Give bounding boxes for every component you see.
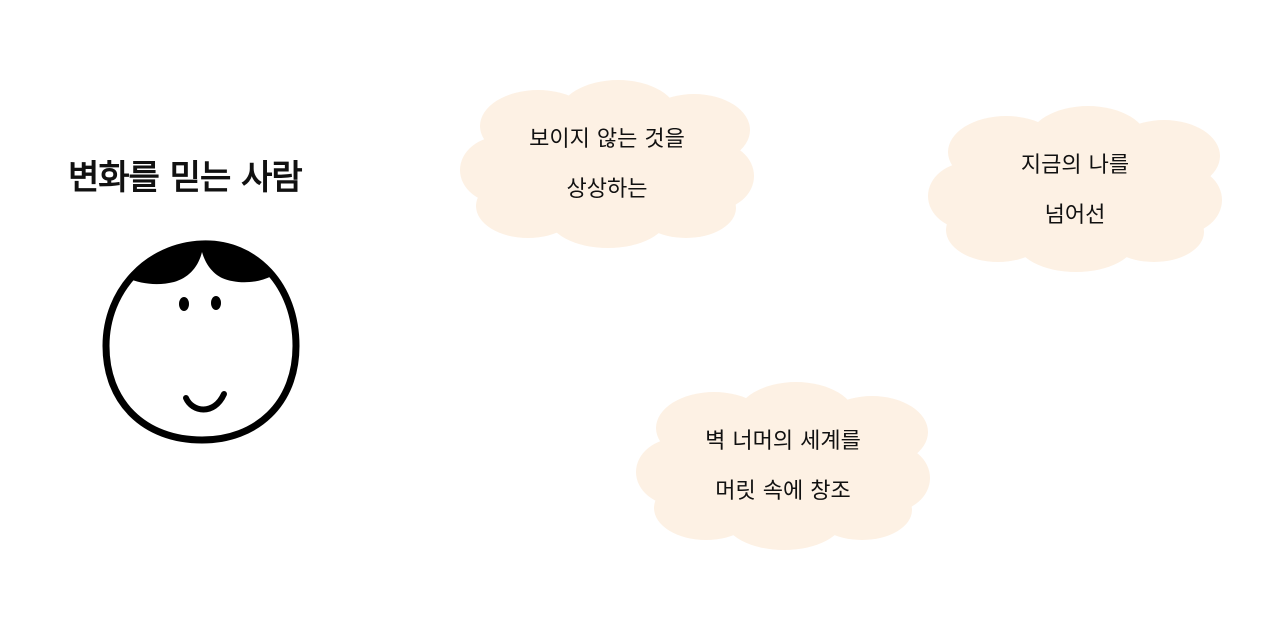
page-title: 변화를 믿는 사람 [68, 158, 303, 198]
cloud-line-1: 지금의 나를 [1020, 153, 1130, 178]
cloud-line-2: 상상하는 [566, 177, 648, 202]
cloud-line-2: 머릿 속에 창조 [715, 479, 851, 504]
cloud-line-2: 넘어선 [1044, 203, 1106, 228]
cloud-line-1: 벽 너머의 세계를 [705, 429, 861, 454]
cloud-shape-icon [460, 80, 754, 248]
thought-cloud-imagine: 보이지 않는 것을 상상하는 [458, 78, 756, 250]
cloud-shape-icon [636, 382, 930, 550]
cloud-shape-icon [928, 106, 1222, 272]
thought-cloud-create: 벽 너머의 세계를 머릿 속에 창조 [634, 380, 932, 552]
smiling-face-icon [102, 240, 300, 444]
thought-cloud-beyond: 지금의 나를 넘어선 [926, 104, 1224, 274]
cloud-line-1: 보이지 않는 것을 [529, 127, 685, 152]
face-illustration [96, 236, 306, 448]
